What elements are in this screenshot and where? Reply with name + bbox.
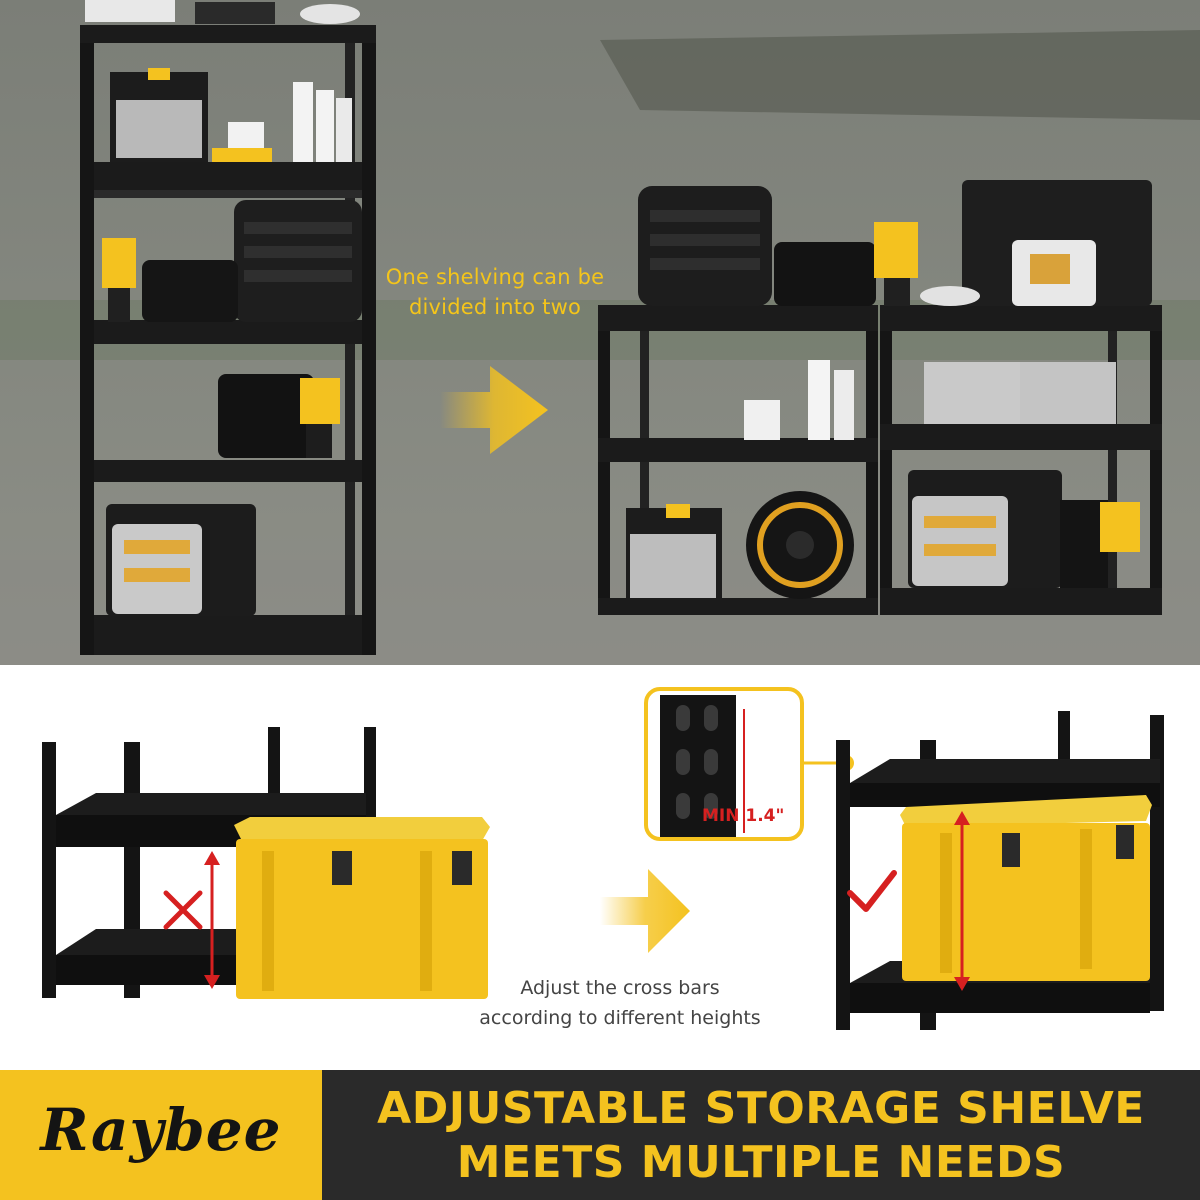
upright-zoom-inset [644, 687, 854, 841]
arrow-right-icon [440, 366, 548, 454]
garage-illustration [0, 0, 1200, 665]
footer-banner: Raybee ADJUSTABLE STORAGE SHELVE MEETS M… [0, 1070, 1200, 1200]
tall-shelf [80, 25, 376, 655]
arrow-right-icon [600, 869, 690, 953]
crossbar-adjust-illustration: MIN 1.4" Adjust the cross bars according… [0, 665, 1200, 1070]
brand-block: Raybee [0, 1070, 322, 1200]
slogan-line-1: ADJUSTABLE STORAGE SHELVE [377, 1083, 1145, 1134]
min-spacing-label: MIN 1.4" [702, 806, 784, 826]
divided-shelf-items [626, 180, 1152, 600]
wall-paint-smear [600, 30, 1200, 120]
adjust-caption-line-2: according to different heights [479, 1007, 761, 1029]
tall-shelf-items [85, 0, 362, 616]
cross-icon [163, 890, 203, 930]
measure-arrowheads-left [204, 851, 220, 989]
slogan-line-2: MEETS MULTIPLE NEEDS [456, 1137, 1066, 1188]
shelf-diagrams: MIN 1.4" [42, 687, 1164, 1030]
adjust-caption: Adjust the cross bars according to diffe… [460, 973, 780, 1033]
divide-caption: One shelving can be divided into two [370, 262, 620, 322]
garage-scene: One shelving can be divided into two [0, 0, 1200, 665]
storage-bin-left [234, 817, 490, 999]
divide-caption-line-1: One shelving can be [385, 265, 605, 289]
adjust-caption-line-1: Adjust the cross bars [520, 977, 720, 999]
storage-bin-right [900, 795, 1152, 981]
brand-logo: Raybee [40, 1096, 282, 1164]
divided-shelf-left [598, 305, 878, 615]
divide-caption-line-2: divided into two [408, 295, 582, 319]
divided-shelf-right [880, 305, 1162, 615]
checkmark-icon [847, 870, 897, 912]
slogan: ADJUSTABLE STORAGE SHELVE MEETS MULTIPLE… [322, 1082, 1200, 1190]
